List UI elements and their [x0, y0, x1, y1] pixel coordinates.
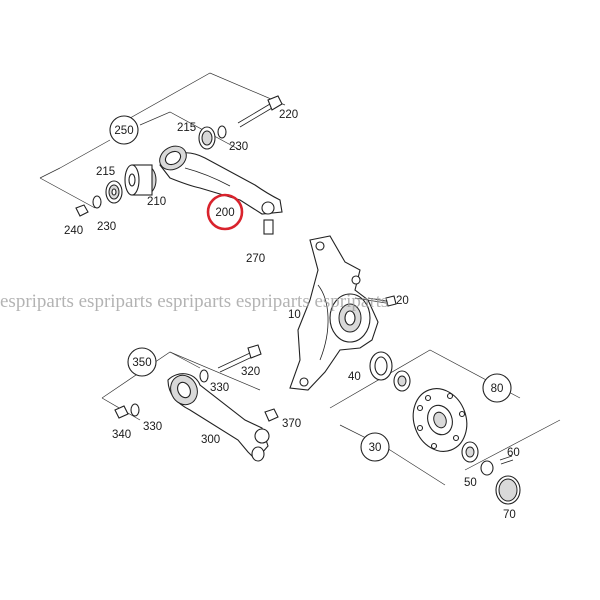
ref-line: [39, 167, 61, 179]
upper-control-arm-200: [159, 145, 283, 235]
bearing-215-left: [105, 180, 123, 204]
label-40: 40: [348, 371, 361, 383]
callout-80: 80: [491, 383, 504, 395]
steering-knuckle-group: 20 10: [288, 235, 409, 391]
label-70: 70: [503, 509, 516, 521]
nut-240: [75, 204, 89, 217]
ref-line: [59, 139, 111, 169]
label-200: 200: [215, 207, 234, 219]
hub-group: 80 30 40 60 50 70: [329, 349, 561, 521]
nut-370: [264, 408, 279, 422]
label-370: 370: [282, 418, 301, 430]
ref-line: [354, 297, 393, 305]
bearing-outer: [461, 441, 479, 463]
pin-60: [499, 455, 514, 465]
label-60: 60: [507, 447, 520, 459]
bolt-320: [217, 344, 262, 373]
highlight-ring: [206, 193, 244, 231]
label-215-left: 215: [96, 166, 115, 178]
dust-cap-70: [495, 475, 521, 505]
washer-230-right: [217, 125, 227, 139]
label-230-top: 230: [229, 141, 248, 153]
nut-50: [480, 460, 494, 476]
ref-line: [389, 449, 446, 486]
callout-30: 30: [369, 442, 382, 454]
label-320: 320: [241, 366, 260, 378]
upper-arm-group: 250 220 215 230 215 210 240 230 270 200: [39, 72, 298, 265]
label-210: 210: [147, 196, 166, 208]
washer-230-left: [92, 195, 102, 209]
wheel-hub: [412, 388, 468, 452]
washer-330-top: [199, 369, 209, 383]
callout-circle-30: [360, 432, 390, 462]
label-220: 220: [279, 109, 298, 121]
label-330-bottom: 330: [143, 421, 162, 433]
bearing-215-right: [198, 126, 216, 150]
label-330-top: 330: [210, 382, 229, 394]
label-340: 340: [112, 429, 131, 441]
callout-circle-80: [482, 373, 512, 403]
ref-line: [169, 351, 201, 369]
washer-330-bottom: [130, 403, 140, 417]
label-20: 20: [396, 295, 409, 307]
bearing-inner: [393, 370, 411, 392]
label-270: 270: [246, 253, 265, 265]
label-230-left: 230: [97, 221, 116, 233]
ref-line: [39, 177, 96, 209]
callout-350: 350: [132, 357, 151, 369]
label-215-top: 215: [177, 122, 196, 134]
nut-340: [114, 405, 129, 419]
seal-40: [369, 351, 393, 381]
ref-line: [464, 419, 561, 471]
callout-circle-350: [127, 347, 157, 377]
bolt-220: [237, 95, 283, 128]
label-50: 50: [464, 477, 477, 489]
label-10: 10: [288, 309, 301, 321]
lower-arm-group: 350 320 330 340 330 370 300: [101, 344, 301, 462]
lower-control-arm-300: [167, 373, 270, 462]
bolt-20: [367, 295, 397, 307]
label-240: 240: [64, 225, 83, 237]
bushing-210: [124, 164, 157, 196]
callout-250: 250: [114, 125, 133, 137]
callout-circle-250: [109, 115, 139, 145]
label-300: 300: [201, 434, 220, 446]
ref-line: [122, 72, 286, 123]
watermark: espriparts espriparts espriparts espripa…: [0, 291, 388, 312]
ref-line: [139, 111, 241, 151]
